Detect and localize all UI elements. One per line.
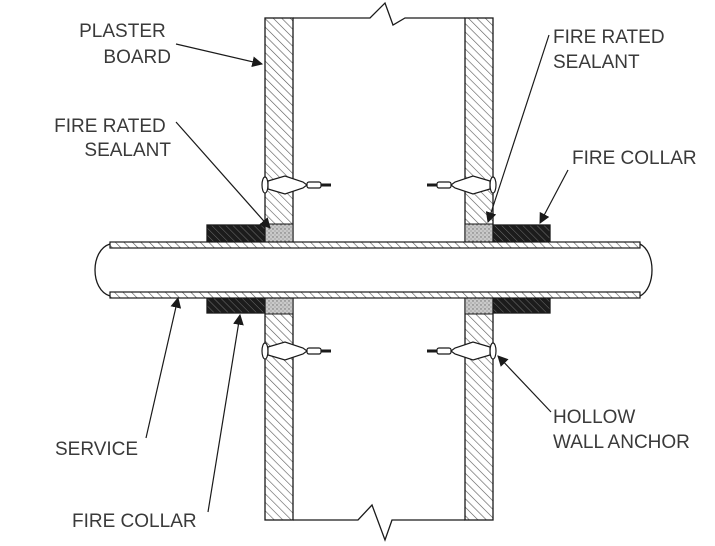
hollow-wall-anchor bbox=[261, 341, 331, 361]
leader-lines bbox=[145, 34, 569, 513]
wall-cavity-outline bbox=[293, 1, 465, 542]
leader-fire-collar-right bbox=[539, 169, 569, 224]
label-hollow-wall-anchor: HOLLOW WALL ANCHOR bbox=[553, 407, 690, 453]
label-service: SERVICE bbox=[55, 439, 138, 460]
label-fire-collar-bottom: FIRE COLLAR bbox=[72, 511, 197, 532]
label-fire-collar-right: FIRE COLLAR bbox=[572, 148, 697, 169]
hollow-wall-anchors bbox=[261, 175, 497, 361]
leader-service bbox=[145, 296, 182, 439]
label-fire-rated-sealant-right: FIRE RATED SEALANT bbox=[553, 27, 670, 73]
leader-fire-collar-bottom bbox=[207, 313, 244, 513]
leader-hollow-wall-anchor bbox=[497, 355, 552, 413]
leader-sealant-right bbox=[485, 34, 550, 224]
leader-sealant-left bbox=[175, 121, 271, 229]
hollow-wall-anchor bbox=[427, 341, 497, 361]
fire-collar-right bbox=[492, 224, 551, 314]
fire-collar-left bbox=[206, 224, 266, 314]
service-pipe bbox=[94, 241, 653, 299]
hollow-wall-anchor bbox=[261, 175, 331, 195]
hollow-wall-anchor bbox=[427, 175, 497, 195]
leader-plaster-board bbox=[175, 43, 264, 68]
right-plasterboard bbox=[464, 17, 494, 521]
label-fire-rated-sealant-left: FIRE RATED SEALANT bbox=[54, 116, 171, 161]
label-plaster-board: PLASTER BOARD bbox=[79, 21, 171, 68]
